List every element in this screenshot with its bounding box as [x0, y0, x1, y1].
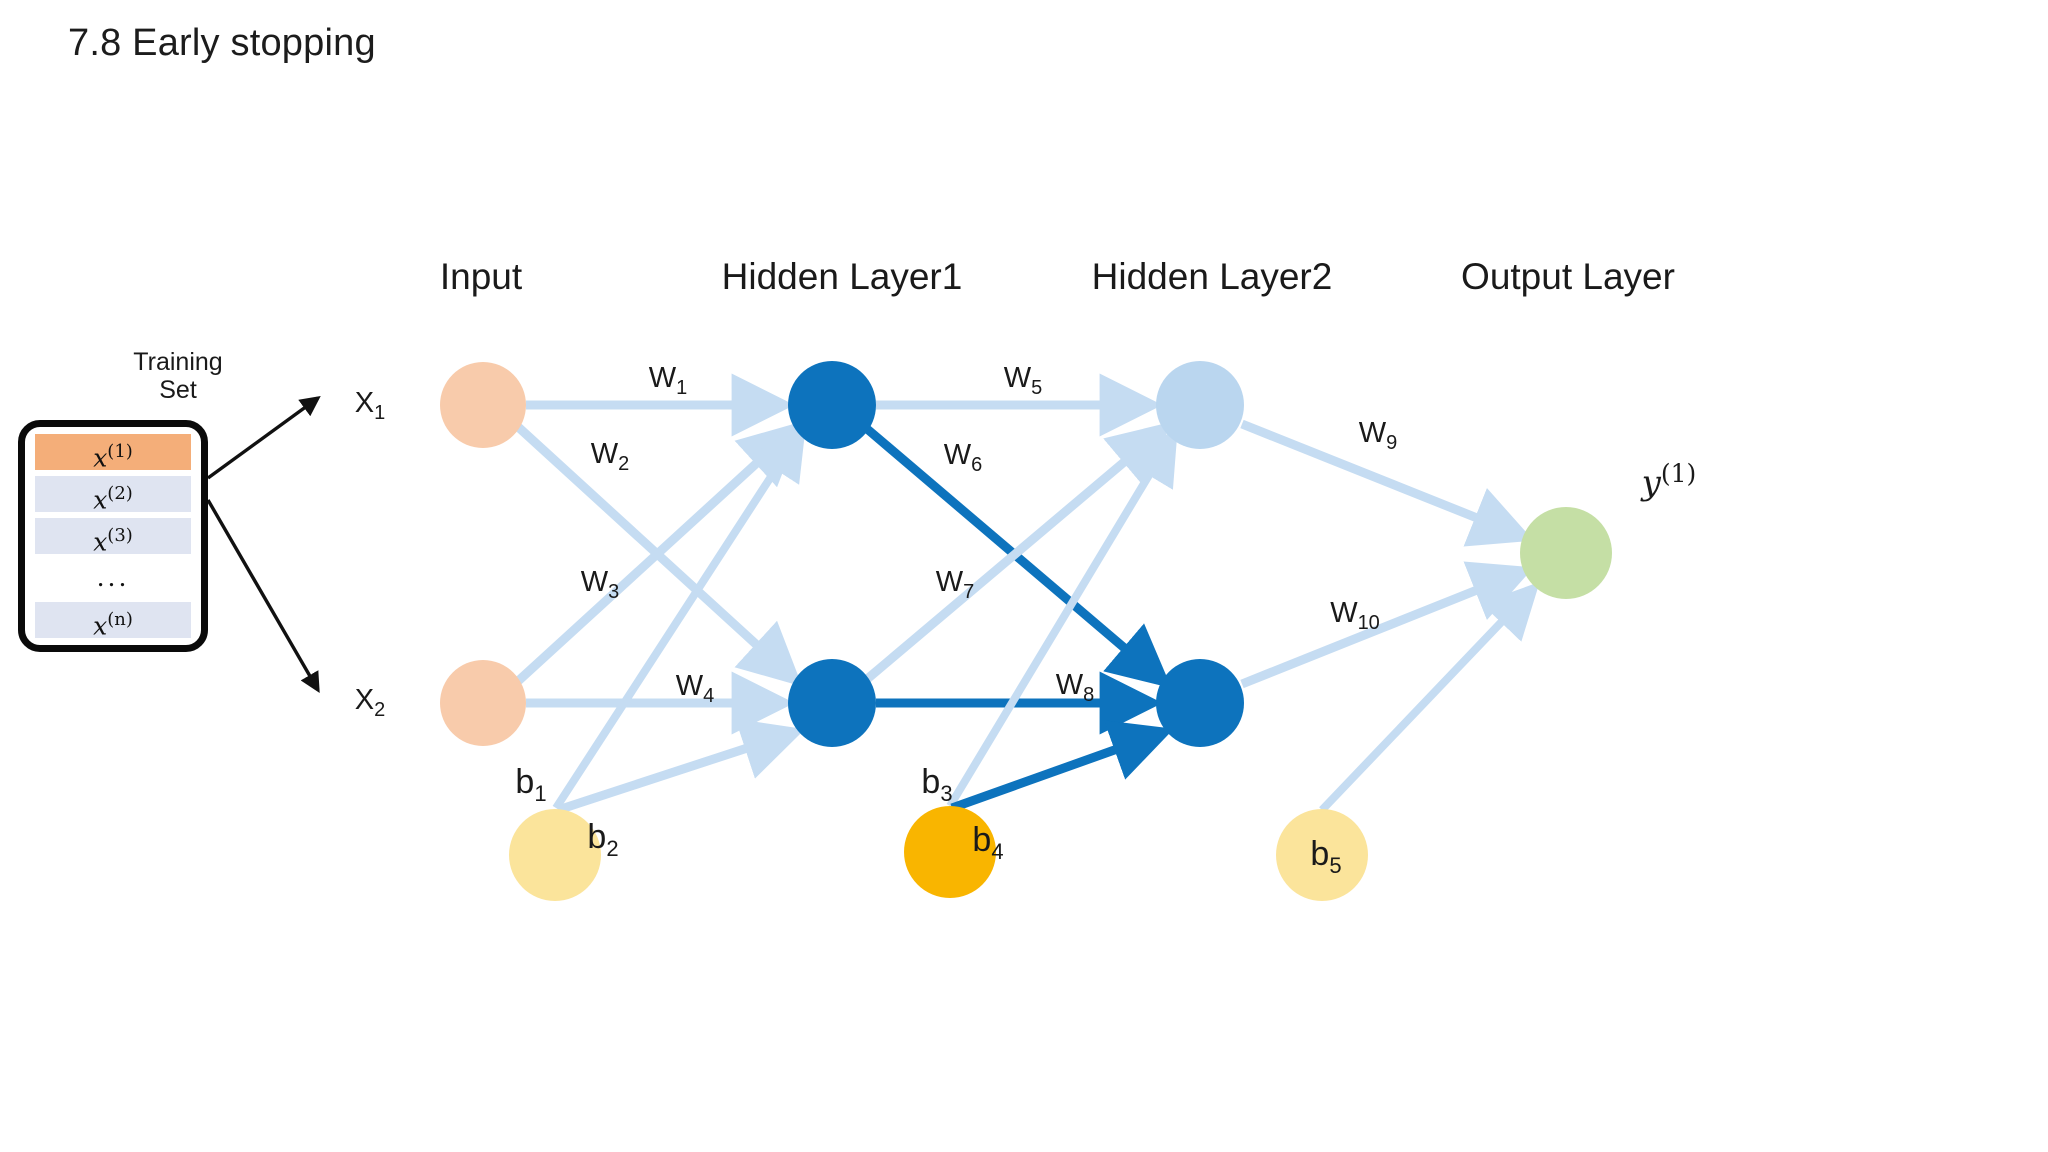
- training-set-row-n-sup: (n): [107, 609, 133, 630]
- input-label-x1: X1: [355, 387, 385, 425]
- layer-title-output: Output Layer: [1461, 256, 1675, 297]
- output-label-y: y(1): [1642, 459, 1697, 503]
- weight-label-w6-base: W: [943, 439, 972, 472]
- weight-label-w5: W5: [1004, 362, 1043, 400]
- bias-label-b3-sub: 3: [940, 780, 953, 806]
- training-set-row-n-base: x: [93, 611, 108, 641]
- weight-label-w6: W6: [944, 439, 983, 477]
- weight-label-w7-base: W: [935, 566, 964, 599]
- input-label-x1-base: X: [354, 387, 375, 420]
- weight-label-w6-sub: 6: [971, 453, 983, 476]
- output-label-y-base: y: [1641, 463, 1661, 504]
- pointer-to-x1: [207, 396, 321, 480]
- page-title: 7.8 Early stopping: [68, 22, 376, 64]
- training-set-row-3[interactable]: x(3): [35, 518, 191, 557]
- bias-label-b2: b2: [587, 818, 618, 862]
- weight-label-w10: W10: [1330, 597, 1380, 635]
- bias-label-b4-sub: 4: [991, 838, 1004, 864]
- node-input-x1[interactable]: [440, 362, 526, 448]
- bias-label-b2-base: b: [587, 818, 607, 857]
- training-set-row-3-sup: (3): [107, 525, 133, 546]
- weight-label-w2: W2: [591, 438, 630, 476]
- output-label-y-sup: (1): [1660, 458, 1697, 488]
- training-set-caption: Training Set: [113, 348, 243, 404]
- edge-h21-out: [1240, 419, 1534, 547]
- node-output-unit[interactable]: [1520, 507, 1612, 599]
- edge-b4-h22-highlight: [950, 720, 1174, 813]
- weight-label-w5-sub: 5: [1031, 376, 1043, 399]
- training-set-box[interactable]: x(1) x(2) x(3) ... x(n): [18, 420, 208, 652]
- weight-label-w1: W1: [649, 362, 688, 400]
- edge-b4-h21: [946, 427, 1178, 809]
- weight-label-w3-sub: 3: [608, 580, 620, 603]
- training-set-row-1-base: x: [93, 443, 108, 473]
- input-label-x2-sub: 2: [374, 698, 386, 721]
- weight-label-w4: W4: [676, 670, 715, 708]
- training-set-row-2-base: x: [93, 485, 108, 515]
- input-label-x2: X2: [355, 684, 385, 722]
- node-bias-layer1[interactable]: [509, 809, 601, 901]
- weight-label-w2-sub: 2: [618, 452, 630, 475]
- edge-b5-out: [1319, 581, 1540, 813]
- weight-label-w4-sub: 4: [703, 684, 715, 707]
- training-set-row-3-base: x: [93, 527, 108, 557]
- weight-label-w8-base: W: [1055, 669, 1084, 702]
- node-hidden1-unit2[interactable]: [788, 659, 876, 747]
- bias-label-b5-base: b: [1310, 835, 1330, 874]
- node-hidden2-unit1[interactable]: [1156, 361, 1244, 449]
- bias-label-b4: b4: [972, 821, 1003, 865]
- weight-label-w9: W9: [1359, 417, 1398, 455]
- training-set-row-1[interactable]: x(1): [35, 434, 191, 473]
- bias-label-b5: b5: [1310, 835, 1341, 879]
- weight-label-w1-base: W: [648, 362, 677, 395]
- node-bias-output[interactable]: [1276, 809, 1368, 901]
- edge-h12-h21: [863, 421, 1172, 684]
- training-set-caption-line2: Set: [159, 376, 197, 404]
- layer-title-input: Input: [439, 256, 523, 297]
- training-set-pointers: [206, 396, 321, 693]
- bias-label-b2-sub: 2: [606, 835, 619, 861]
- bias-label-b4-base: b: [972, 821, 992, 860]
- weight-label-w9-base: W: [1358, 417, 1387, 450]
- training-set-row-ellipsis: ...: [96, 563, 130, 592]
- edge-b2-h12: [556, 718, 805, 815]
- weight-label-w10-base: W: [1330, 597, 1358, 630]
- bias-label-b1-base: b: [515, 763, 535, 802]
- weight-label-w3: W3: [581, 566, 620, 604]
- bias-label-b1-sub: 1: [534, 780, 547, 806]
- weight-label-w7-sub: 7: [963, 580, 975, 603]
- bias-label-b5-sub: 5: [1329, 852, 1342, 878]
- weight-label-w3-base: W: [580, 566, 609, 599]
- weight-label-w8: W8: [1056, 669, 1095, 707]
- layer-title-hidden2: Hidden Layer2: [1091, 256, 1333, 297]
- weight-label-w7: W7: [936, 566, 975, 604]
- weight-label-w8-sub: 8: [1083, 683, 1095, 706]
- weight-label-w4-base: W: [675, 670, 704, 703]
- training-set-row-n[interactable]: x(n): [35, 602, 191, 641]
- edge-b2-h11: [552, 422, 807, 811]
- node-hidden1-unit1[interactable]: [788, 361, 876, 449]
- pointer-to-x2: [206, 499, 320, 693]
- edge-x2-h11: [512, 421, 803, 687]
- training-set-row-2-sup: (2): [107, 483, 133, 504]
- node-hidden2-unit2[interactable]: [1156, 659, 1244, 747]
- weight-label-w2-base: W: [590, 438, 619, 471]
- training-set-row-2[interactable]: x(2): [35, 476, 191, 515]
- bias-label-b3-base: b: [921, 763, 941, 802]
- input-label-x2-base: X: [354, 684, 375, 717]
- weight-label-w1-sub: 1: [676, 376, 688, 399]
- input-label-x1-sub: 1: [374, 401, 386, 424]
- weight-label-w10-sub: 10: [1357, 611, 1380, 634]
- node-bias-layer2[interactable]: [904, 806, 996, 898]
- node-input-x2[interactable]: [440, 660, 526, 746]
- bias-label-b3: b3: [921, 763, 952, 807]
- layer-title-hidden1: Hidden Layer1: [721, 256, 963, 297]
- weight-label-w5-base: W: [1003, 362, 1032, 395]
- training-set-row-1-sup: (1): [107, 441, 133, 462]
- bias-label-b1: b1: [515, 763, 546, 807]
- training-set-caption-line1: Training: [133, 348, 223, 376]
- edge-h22-out: [1240, 561, 1534, 689]
- weight-label-w9-sub: 9: [1386, 431, 1398, 454]
